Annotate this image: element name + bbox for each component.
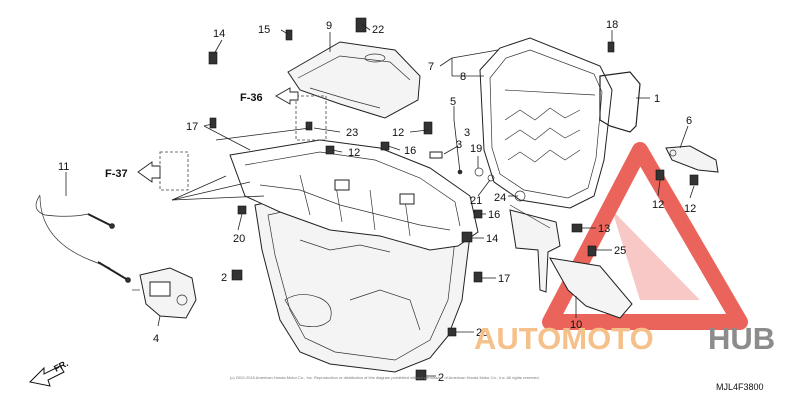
ref-label-f36: F-36 bbox=[240, 92, 263, 104]
diagram-code: MJL4F3800 bbox=[716, 382, 764, 392]
callout-23: 23 bbox=[346, 127, 358, 139]
support-brackets bbox=[509, 204, 633, 319]
callout-18: 18 bbox=[606, 19, 618, 31]
watermark-logo bbox=[542, 142, 748, 330]
callout-12-d: 12 bbox=[684, 203, 696, 215]
ref-label-f37: F-37 bbox=[105, 168, 128, 180]
callout-9: 9 bbox=[326, 20, 332, 32]
callout-14: 14 bbox=[213, 28, 225, 40]
copyright-text: (c) 2002-2015 American Honda Motor Co., … bbox=[230, 375, 540, 380]
callout-2-b: 2 bbox=[438, 372, 444, 384]
watermark-hub: HUB bbox=[708, 321, 775, 356]
hinge-bracket bbox=[665, 145, 719, 173]
watermark-text: AUTOMOTO HUB bbox=[474, 321, 775, 356]
seal-gasket bbox=[599, 71, 641, 133]
inner-lid bbox=[479, 37, 613, 209]
callout-11: 11 bbox=[58, 161, 69, 173]
callout-4: 4 bbox=[153, 333, 159, 345]
luggage-box-housing bbox=[229, 139, 479, 373]
callout-12-a: 12 bbox=[392, 127, 404, 139]
callout-13: 13 bbox=[598, 223, 610, 235]
hardware bbox=[208, 17, 699, 381]
callout-6: 6 bbox=[686, 115, 692, 127]
callout-21: 21 bbox=[470, 195, 482, 207]
callout-25: 25 bbox=[614, 245, 626, 257]
subassembly-box-f37 bbox=[159, 151, 189, 191]
leader-lines bbox=[65, 23, 695, 377]
callout-17-b: 17 bbox=[498, 273, 510, 285]
callout-22: 22 bbox=[372, 24, 384, 36]
callout-12-b: 12 bbox=[348, 147, 360, 159]
callout-1: 1 bbox=[654, 93, 660, 105]
callout-19: 19 bbox=[470, 143, 482, 155]
lid-cover bbox=[287, 41, 421, 119]
subassembly-box-23 bbox=[295, 95, 327, 141]
callout-20-b: 20 bbox=[476, 327, 488, 339]
watermark-automoto: AUTOMOTO bbox=[474, 321, 654, 356]
lock-assembly bbox=[132, 267, 197, 319]
ref-arrow-f37: F-37 bbox=[105, 161, 161, 183]
callout-15: 15 bbox=[258, 24, 270, 36]
callout-16-b: 16 bbox=[488, 209, 500, 221]
lock-cable bbox=[35, 194, 131, 283]
front-direction-arrow: FR. bbox=[28, 358, 70, 387]
callout-2-a: 2 bbox=[221, 272, 227, 284]
callout-5: 5 bbox=[450, 96, 456, 108]
callout-20-a: 20 bbox=[233, 233, 245, 245]
callout-17-a: 17 bbox=[186, 121, 198, 133]
callout-3-b: 3 bbox=[464, 127, 470, 139]
callout-7: 7 bbox=[428, 61, 434, 73]
callout-12-c: 12 bbox=[652, 199, 664, 211]
callout-3-a: 3 bbox=[456, 139, 462, 151]
callout-10: 10 bbox=[570, 319, 582, 331]
front-label: FR. bbox=[52, 358, 69, 374]
ref-arrow-f36: F-36 bbox=[240, 87, 299, 105]
callout-8: 8 bbox=[460, 71, 466, 83]
callout-numbers: 14 15 9 22 7 8 18 1 6 17 23 12 12 16 5 3… bbox=[58, 19, 696, 384]
callout-16-a: 16 bbox=[404, 145, 416, 157]
callout-24: 24 bbox=[494, 192, 506, 204]
callout-14-b: 14 bbox=[486, 233, 498, 245]
